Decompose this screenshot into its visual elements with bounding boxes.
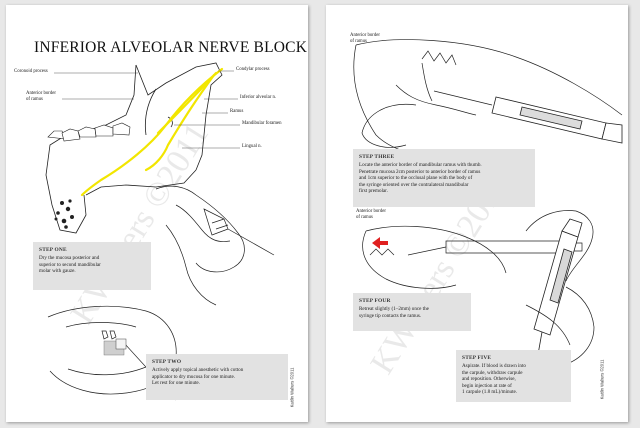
label-lingual: Lingual n.	[242, 144, 262, 149]
label-ramus: Ramus	[230, 109, 244, 114]
label-anterior-border-mid: Anterior border of ramus	[356, 209, 386, 220]
syringe-illustrations	[353, 39, 623, 378]
step-three-box: STEP THREE Locate the anterior border of…	[353, 149, 535, 207]
step-three-heading: STEP THREE	[359, 154, 395, 160]
step-one-text: Dry the mucosa posterior and superior to…	[39, 255, 101, 275]
label-anterior-border-top: Anterior border of ramus	[350, 33, 380, 44]
step-five-box: STEP FIVE Aspirate. If blood is drawn in…	[456, 350, 571, 402]
step-one-heading: STEP ONE	[39, 247, 67, 253]
page-title: INFERIOR ALVEOLAR NERVE BLOCK	[34, 39, 308, 56]
label-coronoid: Coronoid process	[14, 69, 48, 74]
step-four-box: STEP FOUR Retreat slightly (1–2mm) once …	[353, 293, 471, 331]
step-four-heading: STEP FOUR	[359, 298, 391, 304]
credit-left: Kaitlin Walters ©2011	[289, 367, 295, 408]
step-four-text: Retreat slightly (1–2mm) once the syring…	[359, 306, 429, 319]
step-five-text: Aspirate. If blood is drawn into the car…	[462, 363, 526, 396]
step-two-box: STEP TWO Actively apply topical anesthet…	[146, 354, 288, 400]
mandible-illustration	[45, 62, 275, 401]
label-condylar: Condylar process	[236, 67, 270, 72]
left-page: KWalters ©2011 INFERIOR ALVEOLAR NERVE B…	[6, 5, 308, 422]
step-two-heading: STEP TWO	[152, 359, 182, 365]
step-five-heading: STEP FIVE	[462, 355, 492, 361]
label-anterior-border: Anterior border of ramus	[26, 91, 56, 102]
credit: Kaitlin Walters ©2011	[599, 359, 605, 400]
right-page: KWalters ©2011	[326, 5, 628, 422]
step-one-box: STEP ONE Dry the mucosa posterior and su…	[33, 242, 151, 290]
label-mandibular-foramen: Mandibular foramen	[242, 121, 282, 126]
label-inferior-alveolar: Inferior alveolar n.	[240, 95, 277, 100]
step-three-text: Locate the anterior border of mandibular…	[359, 162, 482, 195]
step-two-text: Actively apply topical anesthetic with c…	[152, 367, 244, 387]
